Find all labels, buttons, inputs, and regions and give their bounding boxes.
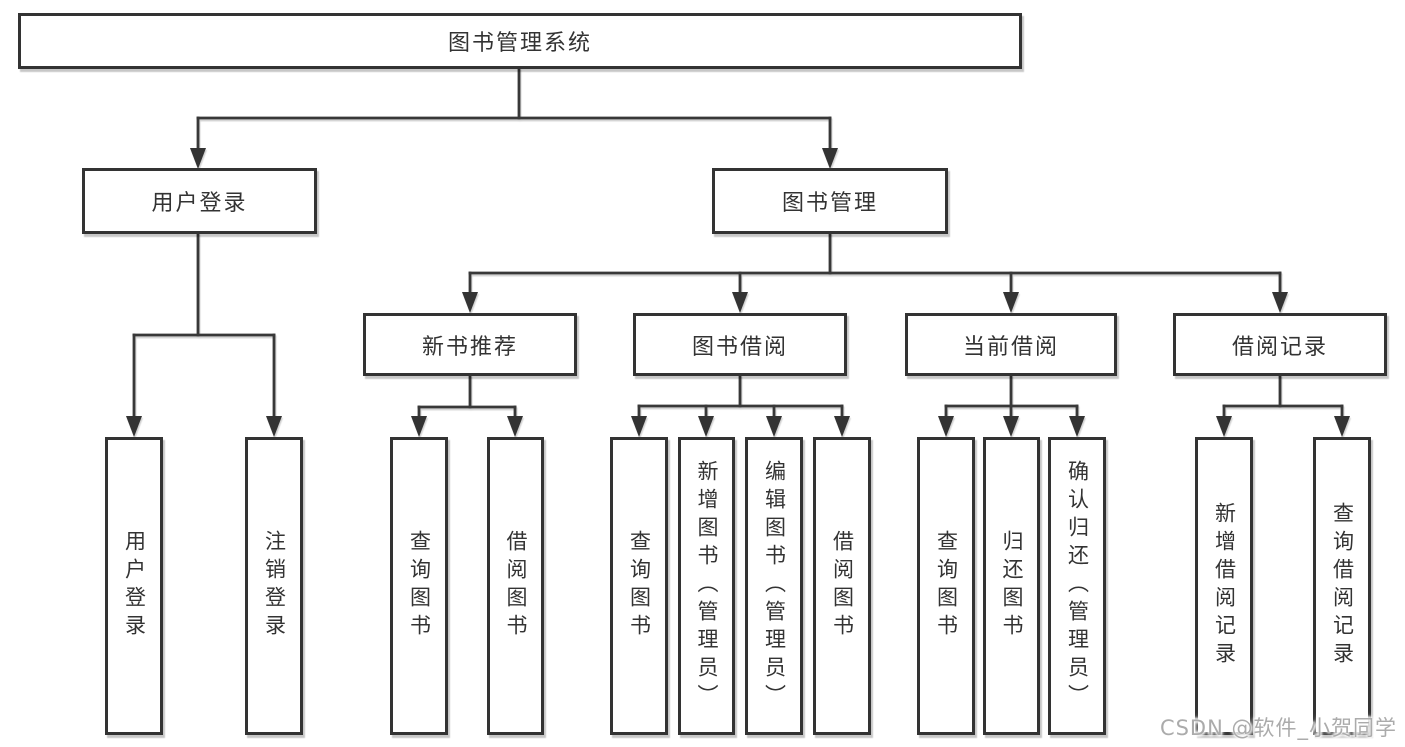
watermark-csdn: CSDN @软件_小贺同学 <box>1159 716 1397 740</box>
leaf-borrowing-borrow-books-label: 借阅图书 <box>830 530 855 642</box>
node-current-borrowing: 当前借阅 <box>905 313 1117 376</box>
leaf-borrowing-borrow-books: 借阅图书 <box>813 437 871 735</box>
leaf-query-borrow-record: 查询借阅记录 <box>1313 437 1371 735</box>
leaf-user-login-label: 用户登录 <box>122 530 147 642</box>
leaf-query-borrow-record-label: 查询借阅记录 <box>1330 502 1355 670</box>
node-new-book-recommendation: 新书推荐 <box>363 313 577 376</box>
leaf-add-books-admin-label: 新增图书（管理员） <box>695 460 719 712</box>
leaf-add-books-admin: 新增图书（管理员） <box>678 437 735 735</box>
leaf-borrowing-query-books: 查询图书 <box>610 437 668 735</box>
leaf-edit-books-admin-label: 编辑图书（管理员） <box>762 460 787 712</box>
leaf-logout-login-label: 注销登录 <box>262 530 287 642</box>
node-book-management: 图书管理 <box>712 168 948 234</box>
connector-userlogin-to-leaves <box>126 232 282 437</box>
leaf-current-query-books-label: 查询图书 <box>934 530 959 642</box>
leaf-confirm-return-admin: 确认归还（管理员） <box>1048 437 1106 735</box>
leaf-user-login: 用户登录 <box>105 437 163 735</box>
leaf-current-query-books: 查询图书 <box>917 437 975 735</box>
leaf-logout-login: 注销登录 <box>245 437 303 735</box>
leaf-return-books-label: 归还图书 <box>1000 530 1024 642</box>
leaf-edit-books-admin: 编辑图书（管理员） <box>745 437 803 735</box>
leaf-recommend-query-books: 查询图书 <box>390 437 448 735</box>
connector-records-to-leaves <box>1216 374 1350 437</box>
node-book-borrowing: 图书借阅 <box>633 313 847 376</box>
leaf-confirm-return-admin-label: 确认归还（管理员） <box>1065 460 1090 712</box>
node-library-management-system: 图书管理系统 <box>18 13 1022 69</box>
leaf-borrowing-query-books-label: 查询图书 <box>627 530 652 642</box>
leaf-add-borrow-record-label: 新增借阅记录 <box>1212 502 1237 670</box>
connector-newbook-to-leaves <box>411 374 523 437</box>
connector-bookmgmt-to-level2 <box>462 232 1288 313</box>
leaf-add-borrow-record: 新增借阅记录 <box>1195 437 1253 735</box>
connector-currentborrow-to-leaves <box>938 374 1085 437</box>
leaf-return-books: 归还图书 <box>983 437 1040 735</box>
leaf-recommend-borrow-books: 借阅图书 <box>487 437 544 735</box>
connector-bookborrow-to-leaves <box>631 374 850 437</box>
node-user-login: 用户登录 <box>82 168 317 234</box>
leaf-recommend-borrow-books-label: 借阅图书 <box>504 530 528 642</box>
node-borrowing-records: 借阅记录 <box>1173 313 1387 376</box>
leaf-recommend-query-books-label: 查询图书 <box>407 530 432 642</box>
connector-root-to-level1 <box>190 67 838 169</box>
